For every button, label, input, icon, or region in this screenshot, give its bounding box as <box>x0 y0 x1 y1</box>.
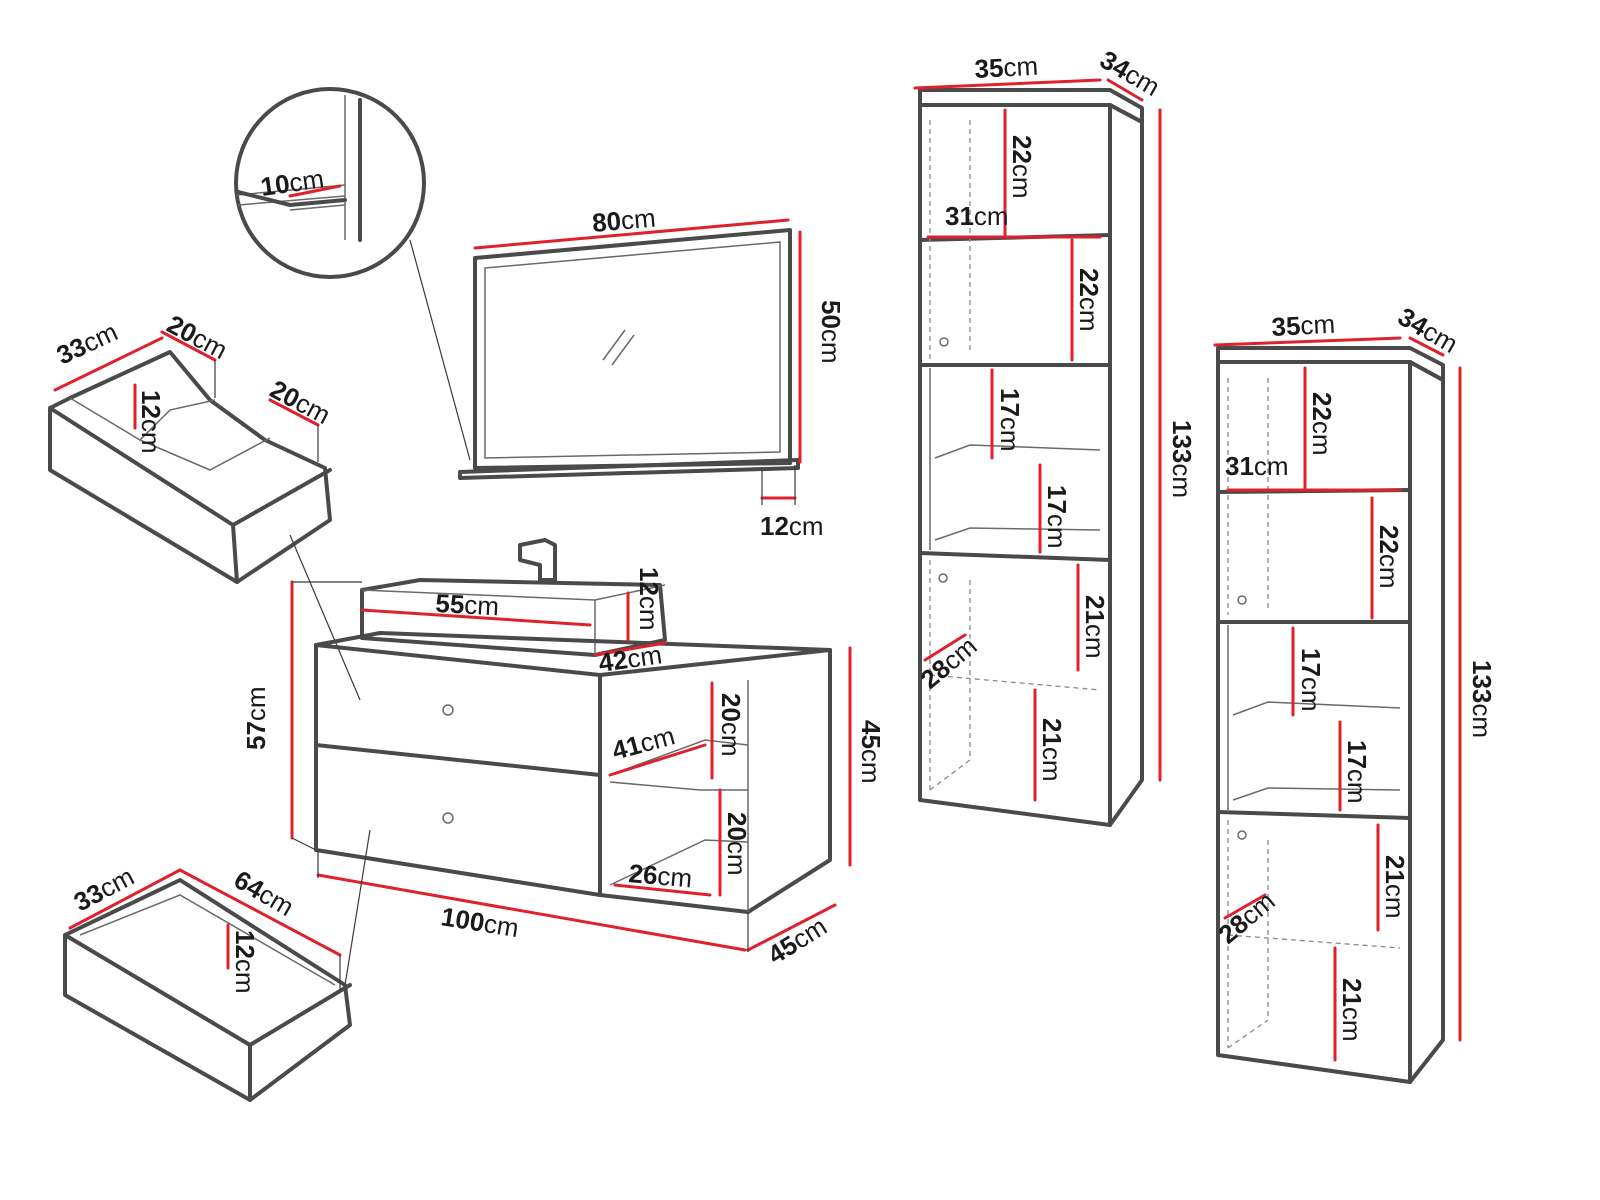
large-drawer: 33cm 64cm 12cm <box>63 861 352 1102</box>
basin-height-label: 12cm <box>634 567 664 631</box>
vanity-width-line <box>316 873 747 952</box>
vanity-body <box>314 631 832 914</box>
large-drawer-height-label: 12cm <box>230 930 260 994</box>
vanity-upper-shelf-label: 20cm <box>716 693 746 757</box>
zoom-shelf-label: 10cm <box>259 163 326 202</box>
tall-cabinet-2-top <box>1216 346 1445 382</box>
tall-cabinet-2-low-h2-label: 21cm <box>1337 978 1367 1042</box>
mirror-width-line <box>473 218 790 250</box>
tall-cabinet-2-upper-h2-label: 22cm <box>1374 525 1404 589</box>
mirror-width-label: 80cm <box>591 203 657 238</box>
tall-cabinet-2-height-label: 133cm <box>1467 660 1497 738</box>
tall-cabinet-1: 35cm 34cm 133cm 31cm 22cm 22cm 17cm 17cm… <box>913 44 1197 827</box>
vanity-depth-label: 45cm <box>762 911 832 970</box>
zoom-circle <box>234 87 426 279</box>
faucet <box>518 538 557 582</box>
large-drawer-leader <box>344 829 371 986</box>
small-drawer-right-width-label: 20cm <box>265 374 335 430</box>
tall-cabinet-1-low-h2-label: 21cm <box>1037 718 1067 782</box>
tall-cabinet-2-low-h1-label: 21cm <box>1380 855 1410 919</box>
vanity-lower-depth-label: 26cm <box>627 858 693 893</box>
vanity-side-height-label: 45cm <box>856 720 886 784</box>
drawer-knob-top <box>442 704 454 716</box>
tall-cabinet-2-mid-h1-label: 17cm <box>1296 648 1326 712</box>
tall-cabinet-1-width-label: 35cm <box>974 51 1039 84</box>
tall-cabinet-1-width-line <box>913 78 1102 90</box>
tall-cabinet-1-door-depth-label: 28cm <box>915 631 983 695</box>
tall-cabinet-2-upper-h1-label: 22cm <box>1307 392 1337 456</box>
mirror-frame <box>473 228 792 470</box>
tall-cabinet-2-mid-h2-label: 17cm <box>1342 740 1372 804</box>
tall-cabinet-1-height-label: 133cm <box>1167 420 1197 498</box>
tall-cabinet-1-low-h1-label: 21cm <box>1080 595 1110 659</box>
basin-width-line <box>360 608 592 627</box>
tall-cabinet-1-top <box>918 88 1144 124</box>
mirror-height-label: 50cm <box>816 300 846 364</box>
small-drawer: 33cm 20cm 12cm 20cm <box>48 309 361 701</box>
mirror-shelf <box>458 458 800 480</box>
vanity-lower-shelf-label: 20cm <box>722 812 752 876</box>
tall-cabinet-1-upper-h1-label: 22cm <box>1007 135 1037 199</box>
small-drawer-body <box>48 350 332 584</box>
tall-cabinet-1-mid-h1-label: 17cm <box>995 388 1025 452</box>
large-drawer-body <box>63 878 352 1102</box>
mirror-shelf-label: 12cm <box>760 511 824 541</box>
tall-cabinet-2-width-label: 35cm <box>1271 309 1336 342</box>
tall-cabinet-2-door-depth-label: 28cm <box>1213 886 1281 950</box>
vanity: 55cm 12cm 42cm 57cm 100cm 45cm 45cm 41cm… <box>241 538 886 986</box>
tall-cabinet-1-shelf-width-label: 31cm <box>945 201 1009 231</box>
tall-cabinet-1-upper-h2-label: 22cm <box>1074 268 1104 332</box>
large-drawer-depth-line <box>68 868 182 930</box>
tall-cabinet-2-width-line <box>1213 336 1402 347</box>
mirror: 80cm 50cm 12cm <box>458 203 846 541</box>
basin-depth-label: 42cm <box>597 639 664 678</box>
vanity-width-label: 100cm <box>439 901 521 943</box>
tall-cabinet-2: 35cm 34cm 133cm 31cm 22cm 22cm 17cm 17cm… <box>1213 301 1497 1084</box>
tall-cabinet-2-shelf-width-label: 31cm <box>1225 451 1289 481</box>
small-drawer-leader <box>289 534 361 701</box>
tall-cabinet-2-depth-label: 34cm <box>1393 301 1463 359</box>
small-drawer-inner-height-label: 12cm <box>136 390 166 454</box>
basin-width-label: 55cm <box>435 588 500 621</box>
detail-zoom: 10cm <box>234 87 471 461</box>
zoom-leader <box>409 239 471 461</box>
vanity-height-label: 57cm <box>241 686 271 750</box>
small-drawer-depth-line <box>53 336 164 392</box>
tall-cabinet-1-mid-h2-label: 17cm <box>1042 485 1072 549</box>
drawer-knob-bottom <box>442 812 454 824</box>
vanity-shelf-width-label: 41cm <box>609 720 678 765</box>
